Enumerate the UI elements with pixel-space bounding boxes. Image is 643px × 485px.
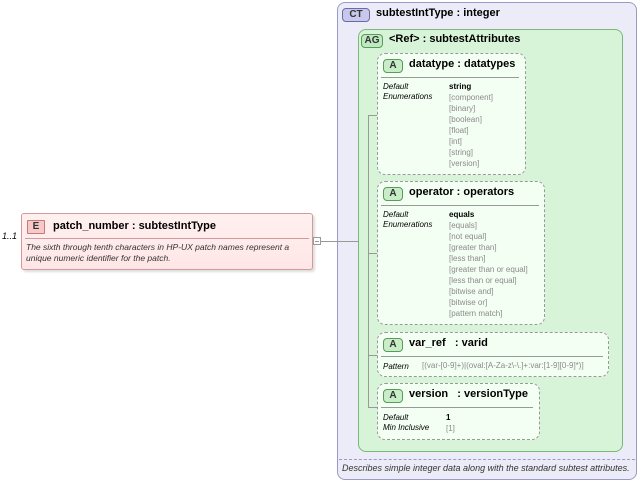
attribute-version-box [377, 383, 540, 440]
element-doc: The sixth through tenth characters in HP… [26, 242, 290, 263]
attribute-operator-title[interactable]: operator : operators [409, 186, 515, 198]
attribute-var-ref-badge: A [383, 338, 403, 352]
attribute-operator-default-label: Default [383, 210, 409, 219]
element-box [21, 213, 313, 270]
enum-value: [string] [449, 148, 474, 157]
attribute-group-title[interactable]: <Ref> : subtestAttributes [389, 33, 521, 45]
attribute-var-ref-box [377, 332, 609, 377]
enum-value: [not equal] [449, 232, 487, 241]
complex-type-doc: Describes simple integer data along with… [342, 463, 630, 473]
complex-type-title[interactable]: subtestIntType : integer [376, 7, 500, 19]
attribute-version-min-value: [1] [446, 424, 455, 433]
attribute-datatype-default-value: string [449, 82, 472, 91]
attribute-version-rule [381, 407, 533, 408]
enum-value: [less than or equal] [449, 276, 517, 285]
element-badge: E [27, 220, 45, 234]
complex-type-badge: CT [342, 8, 370, 22]
enum-value: [component] [449, 93, 494, 102]
attribute-datatype-default-label: Default [383, 82, 409, 91]
complex-type-separator [339, 459, 635, 460]
attribute-branch-operator [368, 253, 378, 254]
enum-value: [less than] [449, 254, 486, 263]
attribute-branch-version [368, 407, 378, 408]
enum-value: [boolean] [449, 115, 482, 124]
attribute-datatype-box [377, 53, 526, 175]
enum-value: [pattern match] [449, 309, 503, 318]
connector-dash [315, 241, 319, 242]
attribute-var-ref-title[interactable]: var_ref : varid [409, 337, 488, 349]
enum-value: [equals] [449, 221, 478, 230]
attribute-branch-var-ref [368, 355, 378, 356]
attribute-var-ref-pattern-value: [(var-[0-9]+)|(oval:[A-Za-z\-\.]+:var:[1… [422, 361, 584, 370]
attribute-datatype-title[interactable]: datatype : datatypes [409, 58, 516, 70]
enum-value: [greater than or equal] [449, 265, 528, 274]
attribute-operator-default-value: equals [449, 210, 475, 219]
enum-value: [greater than] [449, 243, 497, 252]
attribute-datatype-badge: A [383, 59, 403, 73]
element-occurrence: 1..1 [2, 231, 18, 241]
enum-value: [binary] [449, 104, 476, 113]
connector-line-to-type [321, 241, 358, 242]
attribute-operator-rule [381, 205, 539, 206]
attribute-branch-datatype [368, 115, 378, 116]
attribute-var-ref-pattern-label: Pattern [383, 362, 409, 371]
enum-value: [version] [449, 159, 480, 168]
attribute-datatype-rule [381, 77, 519, 78]
attribute-datatype-enum-label: Enumerations [383, 92, 433, 101]
attribute-version-badge: A [383, 389, 403, 403]
element-rule [25, 238, 309, 239]
attribute-version-default-label: Default [383, 413, 409, 422]
attribute-operator-enum-label: Enumerations [383, 220, 433, 229]
enum-value: [bitwise or] [449, 298, 488, 307]
attribute-tree-trunk [368, 115, 369, 407]
attribute-operator-badge: A [383, 187, 403, 201]
enum-value: [float] [449, 126, 469, 135]
attribute-version-title[interactable]: version : versionType [409, 388, 529, 400]
enum-value: [int] [449, 137, 462, 146]
attribute-var-ref-rule [381, 356, 603, 357]
enum-value: [bitwise and] [449, 287, 494, 296]
attribute-version-default-value: 1 [446, 413, 451, 422]
attribute-version-min-label: Min Inclusive [383, 423, 430, 432]
attribute-group-badge: AG [361, 34, 383, 48]
element-title[interactable]: patch_number : subtestIntType [53, 220, 216, 232]
